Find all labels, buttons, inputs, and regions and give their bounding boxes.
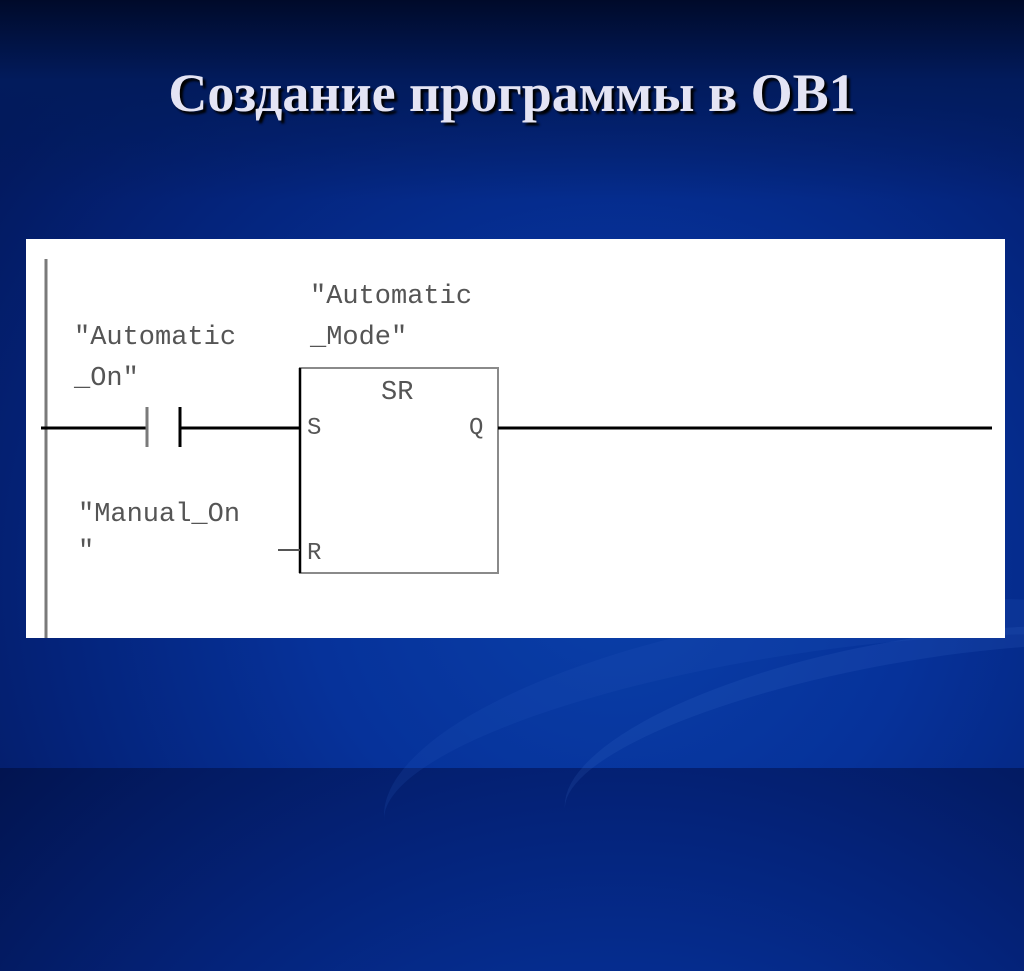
- sr-reset-pin: R: [307, 540, 321, 567]
- sr-set-pin: S: [307, 415, 321, 442]
- reset-symbol-line2: ": [78, 537, 94, 567]
- sr-block-label: SR: [381, 378, 413, 408]
- slide-title: Создание программы в OB1: [168, 63, 856, 123]
- slide-header-band: [0, 0, 1024, 200]
- sr-output-pin: Q: [469, 415, 483, 442]
- contact-symbol-line2: _On": [73, 364, 139, 394]
- reset-symbol-line1: "Manual_On: [78, 500, 240, 530]
- sr-output-symbol-line2: _Mode": [309, 323, 407, 353]
- ladder-diagram: "Automatic _On" "Automatic _Mode" SR S Q…: [41, 259, 992, 638]
- contact-symbol-line1: "Automatic: [74, 323, 236, 353]
- sr-output-symbol-line1: "Automatic: [310, 282, 472, 312]
- ladder-diagram-panel: "Automatic _On" "Automatic _Mode" SR S Q…: [26, 239, 1005, 638]
